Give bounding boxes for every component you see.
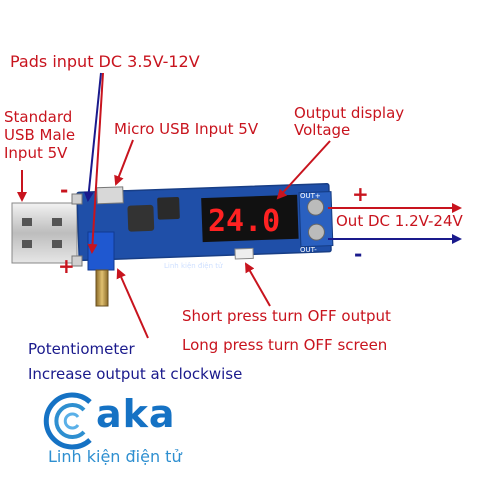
label-potentiometer: Potentiometer <box>28 340 135 358</box>
arrow-on-off <box>245 262 271 307</box>
logo-c-icon <box>43 392 92 450</box>
label-long-press: Long press turn OFF screen <box>182 336 388 354</box>
label-output-minus: - <box>354 242 363 266</box>
inductor <box>127 204 155 232</box>
label-standard-usb-3: Input 5V <box>4 144 68 162</box>
arrow-micro-usb <box>114 139 134 186</box>
label-pads-input: Pads input DC 3.5V-12V <box>10 52 200 71</box>
label-micro-usb: Micro USB Input 5V <box>114 120 259 138</box>
out-plus-silk: OUT+ <box>300 192 321 200</box>
label-short-press: Short press turn OFF output <box>182 307 391 325</box>
label-standard-usb-1: Standard <box>4 108 73 126</box>
led-display <box>201 194 299 243</box>
on-off-button <box>234 247 254 260</box>
input-pad-plus <box>71 255 83 267</box>
label-increase-output: Increase output at clockwise <box>28 365 243 383</box>
label-output-plus: + <box>352 182 369 206</box>
input-pad-minus <box>71 193 83 205</box>
label-input-minus: - <box>60 178 69 202</box>
out-minus-silk: OUT- <box>300 246 317 254</box>
silk-brand: Linh kiện điện tử <box>164 262 223 270</box>
usb-male-plug <box>11 202 78 264</box>
label-out-dc: Out DC 1.2V-24V <box>336 212 463 230</box>
logo-brand: aka <box>96 392 176 436</box>
pcb-board <box>76 182 334 262</box>
micro-usb-port <box>96 186 124 205</box>
arrow-pads-plus <box>87 72 104 254</box>
label-output-display-1: Output display <box>294 104 405 122</box>
on-off-silk: ON/OFF <box>256 259 279 266</box>
label-output-display-2: Voltage <box>294 121 351 139</box>
arrow-potentiometer <box>116 268 149 339</box>
display-readout: 24.0 <box>208 204 280 239</box>
label-input-plus: + <box>58 254 75 278</box>
arrow-output-display <box>276 140 331 200</box>
label-standard-usb-2: USB Male <box>4 126 76 144</box>
logo-tagline: Linh kiện điện tử <box>48 447 182 466</box>
arrow-pads-minus <box>83 72 102 202</box>
